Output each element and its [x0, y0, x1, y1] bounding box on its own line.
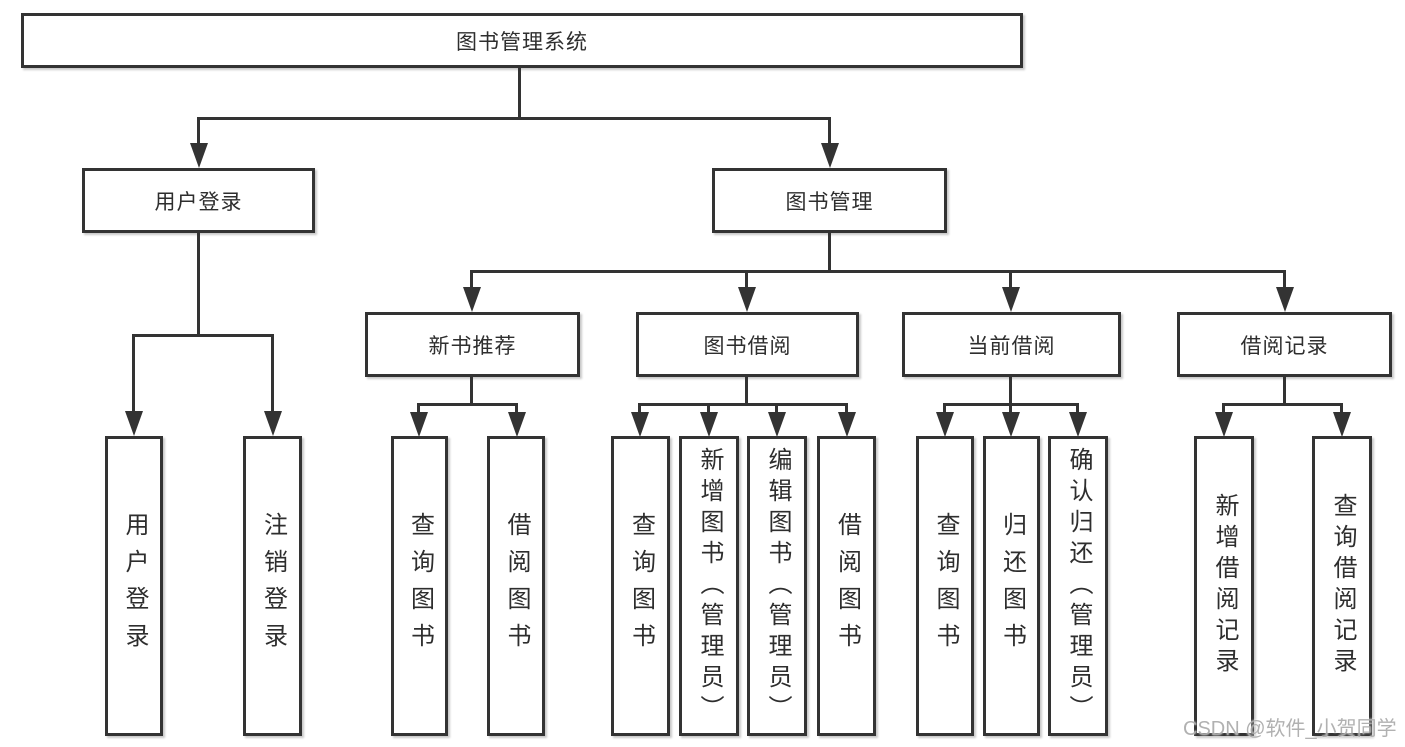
- leaf-edit-book-admin-label: 编辑图书（管理员）: [764, 446, 791, 726]
- connector-line: [943, 403, 946, 418]
- node-current-borrow-label: 当前借阅: [967, 334, 1056, 358]
- connector-line: [745, 270, 748, 292]
- connector-line: [707, 403, 710, 418]
- connector-line: [1222, 403, 1225, 418]
- leaf-confirm-return-admin-label: 确认归还（管理员）: [1065, 446, 1092, 726]
- connector-line: [470, 270, 473, 292]
- leaf-user-login-label: 用户登录: [121, 512, 148, 660]
- leaf-add-book-admin: 新增图书（管理员）: [679, 436, 739, 736]
- connector-line: [828, 117, 831, 150]
- connector-line: [638, 403, 641, 418]
- leaf-borrow-books-recommend-label: 借阅图书: [503, 512, 530, 660]
- arrow-down-icon: [768, 412, 786, 437]
- arrow-down-icon: [264, 411, 282, 436]
- arrow-down-icon: [700, 412, 718, 437]
- connector-line: [638, 403, 847, 406]
- arrow-down-icon: [1276, 287, 1294, 312]
- connector-line: [271, 334, 274, 416]
- leaf-query-books-current-label: 查询图书: [932, 512, 959, 660]
- leaf-borrow-books-borrow-label: 借阅图书: [833, 512, 861, 660]
- connector-line: [1009, 270, 1012, 292]
- node-book-management: 图书管理: [712, 168, 947, 233]
- connector-line: [845, 403, 848, 418]
- arrow-down-icon: [463, 287, 481, 312]
- leaf-return-book: 归还图书: [983, 436, 1040, 736]
- arrow-down-icon: [1069, 412, 1087, 437]
- leaf-user-login: 用户登录: [105, 436, 163, 736]
- connector-line: [132, 334, 135, 416]
- leaf-query-books-borrow: 查询图书: [611, 436, 670, 736]
- node-book-borrow-label: 图书借阅: [703, 334, 792, 358]
- leaf-borrow-books-recommend: 借阅图书: [487, 436, 545, 736]
- arrow-down-icon: [738, 287, 756, 312]
- arrow-down-icon: [821, 143, 839, 168]
- leaf-logout-login: 注销登录: [243, 436, 302, 736]
- arrow-down-icon: [838, 412, 856, 437]
- leaf-confirm-return-admin: 确认归还（管理员）: [1048, 436, 1108, 736]
- node-borrow-records-label: 借阅记录: [1240, 334, 1329, 358]
- arrow-down-icon: [1333, 412, 1351, 437]
- connector-line: [1009, 403, 1012, 418]
- leaf-query-books-recommend: 查询图书: [391, 436, 448, 736]
- node-root: 图书管理系统: [21, 13, 1023, 68]
- connector-line: [518, 68, 521, 119]
- connector-line: [828, 233, 831, 272]
- leaf-borrow-books-borrow: 借阅图书: [817, 436, 876, 736]
- node-new-book-recommend-label: 新书推荐: [428, 334, 517, 358]
- arrow-down-icon: [631, 412, 649, 437]
- connector-line: [470, 377, 473, 405]
- connector-line: [197, 117, 831, 120]
- connector-line: [1076, 403, 1079, 418]
- leaf-add-book-admin-label: 新增图书（管理员）: [696, 446, 723, 726]
- connector-line: [745, 377, 748, 405]
- connector-line: [1222, 403, 1343, 406]
- csdn-watermark: CSDN @软件_小贺同学: [1183, 718, 1397, 740]
- leaf-add-borrow-record-label: 新增借阅记录: [1211, 493, 1238, 679]
- connector-line: [197, 117, 200, 150]
- leaf-query-borrow-record-label: 查询借阅记录: [1329, 493, 1356, 679]
- connector-line: [132, 334, 274, 337]
- leaf-logout-login-label: 注销登录: [259, 512, 287, 660]
- leaf-query-borrow-record: 查询借阅记录: [1312, 436, 1372, 736]
- arrow-down-icon: [508, 412, 526, 437]
- connector-line: [417, 403, 518, 406]
- connector-line: [1283, 270, 1286, 292]
- leaf-query-books-current: 查询图书: [916, 436, 974, 736]
- node-new-book-recommend: 新书推荐: [365, 312, 580, 377]
- connector-line: [775, 403, 778, 418]
- leaf-add-borrow-record: 新增借阅记录: [1194, 436, 1254, 736]
- leaf-query-books-borrow-label: 查询图书: [627, 512, 655, 660]
- connector-line: [515, 403, 518, 418]
- arrow-down-icon: [125, 411, 143, 436]
- connector-line: [417, 403, 420, 418]
- node-current-borrow: 当前借阅: [902, 312, 1121, 377]
- connector-line: [1340, 403, 1343, 418]
- arrow-down-icon: [410, 412, 428, 437]
- leaf-query-books-recommend-label: 查询图书: [406, 512, 434, 660]
- connector-line: [197, 233, 200, 337]
- leaf-edit-book-admin: 编辑图书（管理员）: [747, 436, 807, 736]
- arrow-down-icon: [1215, 412, 1233, 437]
- leaf-return-book-label: 归还图书: [998, 512, 1026, 660]
- node-root-label: 图书管理系统: [456, 30, 588, 54]
- node-book-borrow: 图书借阅: [636, 312, 859, 377]
- arrow-down-icon: [1002, 412, 1020, 437]
- node-user-login-label: 用户登录: [154, 190, 243, 214]
- node-user-login: 用户登录: [82, 168, 315, 233]
- node-book-management-label: 图书管理: [785, 190, 874, 214]
- arrow-down-icon: [936, 412, 954, 437]
- connector-line: [1283, 377, 1286, 405]
- connector-line: [1009, 377, 1012, 405]
- node-borrow-records: 借阅记录: [1177, 312, 1392, 377]
- arrow-down-icon: [190, 143, 208, 168]
- arrow-down-icon: [1002, 287, 1020, 312]
- connector-line: [470, 270, 1286, 273]
